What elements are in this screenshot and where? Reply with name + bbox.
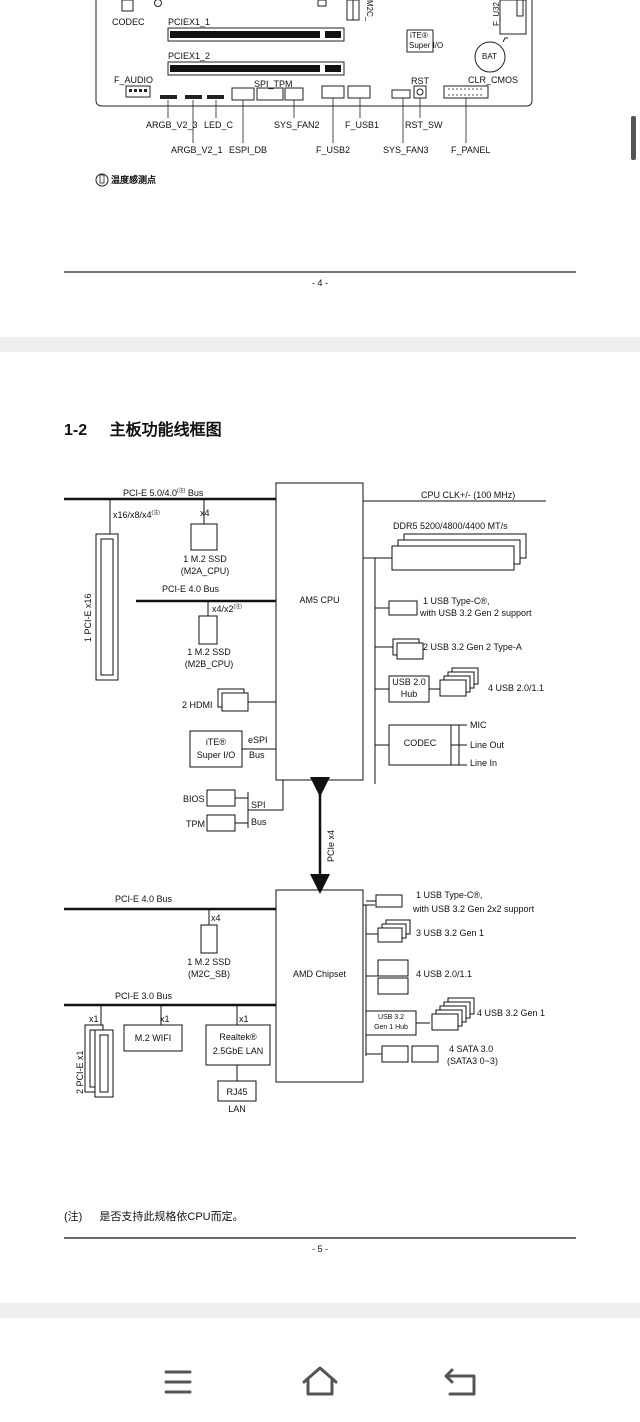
espi-bus-label: Bus xyxy=(249,750,265,760)
f-audio-label: F_AUDIO xyxy=(114,75,154,85)
pcie-x1-slots-label: 2 PCI-E x1 xyxy=(75,1050,85,1094)
sata-line2: (SATA3 0~3) xyxy=(447,1056,498,1066)
chipset-label: AMD Chipset xyxy=(292,969,346,979)
sys-fan2-label: SYS_FAN2 xyxy=(274,120,320,130)
chipset-pcie40-label: PCI-E 4.0 Bus xyxy=(115,894,173,904)
usb32-gen1-3-label: 3 USB 3.2 Gen 1 xyxy=(416,928,485,938)
pcie40-bus-label: PCI-E 4.0 Bus xyxy=(162,584,220,594)
x4x2-label: x4/x2(注) xyxy=(212,604,242,614)
m2c-label: M2C_ xyxy=(365,0,374,22)
codec-diagram-label: CODEC xyxy=(403,738,437,748)
x1-label-a: x1 xyxy=(89,1014,99,1024)
menu-icon xyxy=(164,1370,192,1394)
board-layout-diagram xyxy=(64,0,576,273)
f-usb2-label: F_USB2 xyxy=(316,145,351,155)
hdmi-label: 2 HDMI xyxy=(182,700,213,710)
home-icon xyxy=(302,1366,338,1396)
usbc-sb-line1: 1 USB Type-C®, xyxy=(416,890,483,900)
cpu-box xyxy=(275,482,364,781)
sys-fan3-label: SYS_FAN3 xyxy=(383,145,429,155)
super-io-diagram-label: Super I/O xyxy=(196,750,236,760)
clr-cmos-label: CLR_CMOS xyxy=(468,75,519,85)
page-number: - 4 - xyxy=(311,278,328,288)
cpu-label: AM5 CPU xyxy=(299,595,340,605)
spi-label: SPI xyxy=(251,800,266,810)
page-4: CODEC PCIEX1_1 PCIEX1_2 M2C_ iTE® Super … xyxy=(0,0,640,337)
usb20-sb-label: 4 USB 2.0/1.1 xyxy=(416,969,473,979)
sata-line1: 4 SATA 3.0 xyxy=(449,1044,494,1054)
rj45-label: RJ45 xyxy=(226,1087,248,1097)
ite-label: iTE® xyxy=(410,31,428,40)
usb32-hub-line2: Gen 1 Hub xyxy=(374,1024,408,1031)
footnote-text: 是否支持此规格依CPU而定。 xyxy=(99,1211,244,1223)
f-panel-label: F_PANEL xyxy=(451,145,491,155)
temp-note: 温度感测点 xyxy=(111,175,157,185)
usb32-hub-line1: USB 3.2 xyxy=(377,1014,405,1021)
tpm-label: TPM xyxy=(186,819,205,829)
realtek-label: Realtek® xyxy=(219,1032,257,1042)
ite-diagram-label: iTE® xyxy=(205,737,227,747)
line-out-label: Line Out xyxy=(470,740,505,750)
m2-wifi-label: M.2 WIFI xyxy=(134,1033,172,1043)
rst-sw-label: RST_SW xyxy=(405,120,443,130)
codec-label: CODEC xyxy=(112,17,145,27)
back-button[interactable] xyxy=(432,1362,492,1402)
pcie-top-bus-label: PCI-E 5.0/4.0(注) Bus xyxy=(123,488,204,498)
argb-v2-1-label: ARGB_V2_1 xyxy=(171,145,223,155)
ssd-b-count: 1 M.2 SSD xyxy=(187,647,231,657)
x4-label-a: x4 xyxy=(200,508,210,518)
x16-lanes-label: x16/x8/x4(注) xyxy=(113,510,160,520)
usb32-gen1-4-label: 4 USB 3.2 Gen 1 xyxy=(477,1008,546,1018)
pcie30-bus-label: PCI-E 3.0 Bus xyxy=(115,991,173,1001)
ssd-b-name: (M2B_CPU) xyxy=(184,659,234,669)
line-in-label: Line In xyxy=(470,758,498,768)
bios-label: BIOS xyxy=(183,794,205,804)
ssd-a-count: 1 M.2 SSD xyxy=(183,554,227,564)
ssd-c-count: 1 M.2 SSD xyxy=(187,957,231,967)
page-5: 1-2 主板功能线框图 xyxy=(0,352,640,1303)
page-number: - 5 - xyxy=(311,1244,328,1254)
menu-button[interactable] xyxy=(148,1362,208,1402)
home-button[interactable] xyxy=(290,1362,350,1402)
super-io-label: Super I/O xyxy=(409,41,444,50)
f-usb1-label: F_USB1 xyxy=(345,120,380,130)
usb20-cpu-label: 4 USB 2.0/1.1 xyxy=(488,683,545,693)
footnote-mark: (注) xyxy=(64,1211,83,1223)
ssd-c-name: (M2C_SB) xyxy=(187,969,230,979)
mic-label: MIC xyxy=(470,720,487,730)
system-navigation-bar xyxy=(0,1318,640,1422)
lan-25-label: 2.5GbE LAN xyxy=(212,1046,264,1056)
block-diagram xyxy=(64,482,576,1239)
cpu-clk-label: CPU CLK+/- (100 MHz) xyxy=(421,490,516,500)
lan-label: LAN xyxy=(228,1104,246,1114)
usbc-sb-line2: with USB 3.2 Gen 2x2 support xyxy=(413,904,535,914)
pciex1-1-label: PCIEX1_1 xyxy=(168,17,211,27)
spi-bus-label: Bus xyxy=(251,817,267,827)
f-u32-label: F_U32 xyxy=(492,2,501,27)
ddr5-label: DDR5 5200/4800/4400 MT/s xyxy=(393,521,508,531)
scrollbar-thumb[interactable] xyxy=(631,116,636,160)
usb20-hub-line2: Hub xyxy=(400,689,418,699)
led-c-label: LED_C xyxy=(204,120,234,130)
pcie-x4-link-label: PCIe x4 xyxy=(326,829,336,862)
usb32-gen2-a-label: 2 USB 3.2 Gen 2 Type-A xyxy=(423,642,522,652)
bat-label: BAT xyxy=(482,52,497,61)
usb20-hub-line1: USB 2.0 xyxy=(392,677,426,687)
x1-label-c: x1 xyxy=(239,1014,249,1024)
section-number: 1-2 xyxy=(64,422,88,439)
pciex1-2-label: PCIEX1_2 xyxy=(168,51,211,61)
ssd-a-name: (M2A_CPU) xyxy=(180,566,230,576)
x4-label-c: x4 xyxy=(211,913,221,923)
pcie-x16-slot-label: 1 PCI-E x16 xyxy=(83,593,93,642)
section-title: 主板功能线框图 xyxy=(109,422,222,439)
spi-tpm-label: SPI_TPM xyxy=(254,79,293,89)
back-icon xyxy=(444,1368,476,1396)
usbc-cpu-line1: 1 USB Type-C®, xyxy=(423,596,490,606)
espi-label: eSPI xyxy=(248,735,268,745)
espi-db-label: ESPI_DB xyxy=(229,145,268,155)
rst-label: RST xyxy=(411,76,429,86)
x1-label-b: x1 xyxy=(160,1014,170,1024)
argb-v2-3-label: ARGB_V2_3 xyxy=(146,120,198,130)
usbc-cpu-line2: with USB 3.2 Gen 2 support xyxy=(420,608,532,618)
